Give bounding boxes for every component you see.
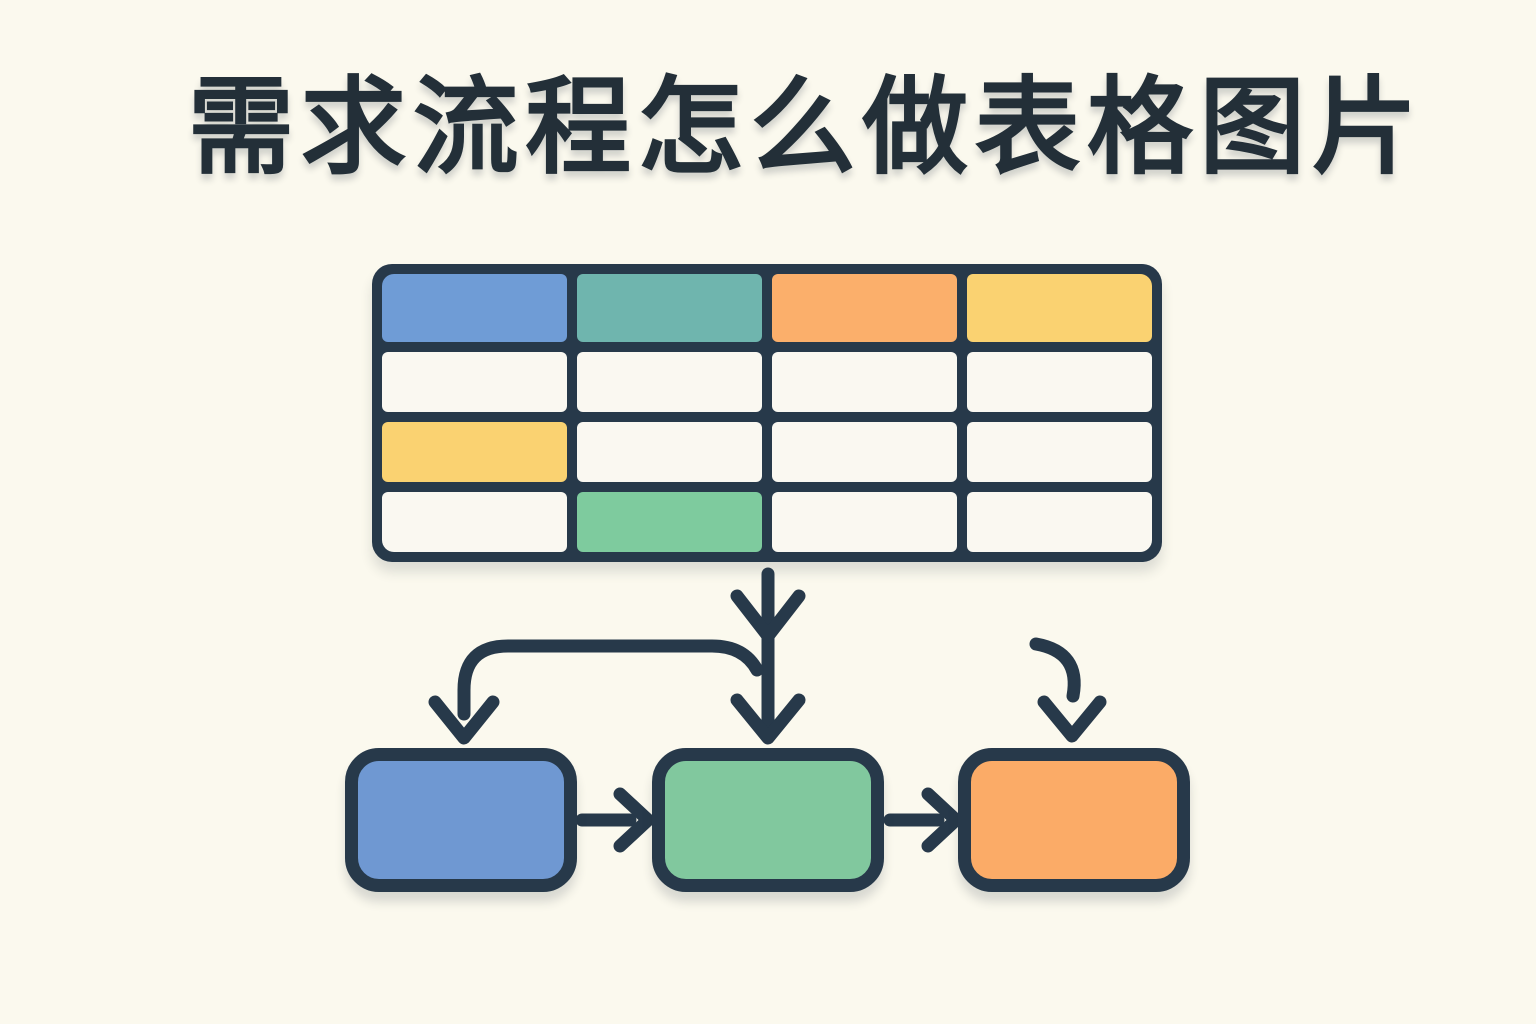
flow-step-3 xyxy=(958,748,1190,892)
table-cell-r2c4-white xyxy=(967,352,1152,413)
table-cell-r1c1-header_blue xyxy=(382,274,567,343)
flow-step-1 xyxy=(345,748,577,892)
page-title: 需求流程怎么做表格图片 xyxy=(188,69,1424,187)
table-cell-r3c3-white xyxy=(772,422,957,483)
demo-table xyxy=(372,264,1162,562)
table-cell-r3c1-yellow xyxy=(382,422,567,483)
table-cell-r4c3-white xyxy=(772,492,957,552)
flow-row xyxy=(345,748,1190,892)
table-cell-r2c2-white xyxy=(577,352,762,413)
flow-step-2 xyxy=(651,748,884,892)
table-cell-r4c4-white xyxy=(967,492,1152,552)
branch-to-step1-arrow xyxy=(428,639,764,745)
table-cell-r3c2-white xyxy=(577,422,762,483)
curve-to-step3-arrow xyxy=(1029,637,1107,743)
table-cell-r1c2-header_teal xyxy=(577,274,762,343)
table-cell-r1c4-header_yellow xyxy=(967,274,1152,343)
table-cell-r4c2-green xyxy=(577,492,762,552)
table-cell-r2c1-white xyxy=(382,352,567,413)
table-to-step2-arrow xyxy=(730,567,806,745)
table-cell-r4c1-white xyxy=(382,492,567,552)
table-cell-r3c4-white xyxy=(967,422,1152,483)
table-cell-r1c3-header_orange xyxy=(772,274,957,343)
table-cell-r2c3-white xyxy=(772,352,957,413)
